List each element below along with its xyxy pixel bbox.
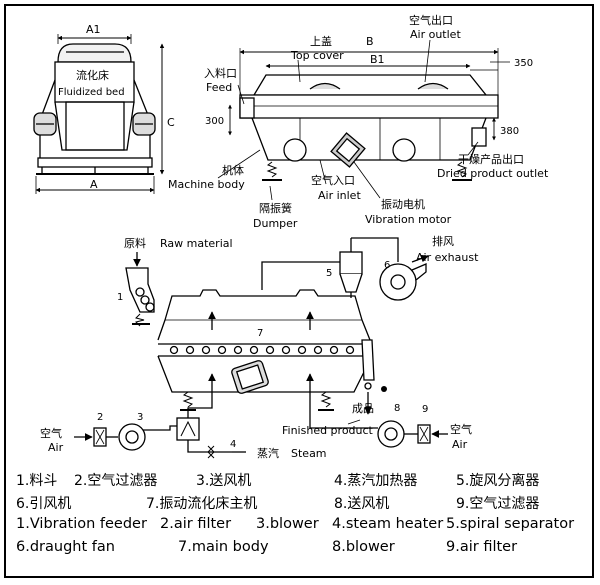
legend-item: 5.spiral separator <box>446 516 575 532</box>
dim-a: A <box>90 178 98 191</box>
legend-item: 1.Vibration feeder <box>16 516 147 532</box>
legend-item: 3.blower <box>256 516 319 532</box>
legend: 1.料斗 2.空气过滤器 3.送风机 4.蒸汽加热器 5.旋风分离器 6.引风机… <box>16 470 586 562</box>
legend-item: 6.引风机 <box>16 496 72 512</box>
label-raw-material-en: Raw material <box>160 237 233 250</box>
legend-item: 9.空气过滤器 <box>456 496 540 512</box>
legend-item: 7.main body <box>178 539 269 555</box>
label-air-left-en: Air <box>48 441 64 454</box>
callout-4: 4 <box>230 439 236 450</box>
dim-c: C <box>167 116 175 129</box>
callout-2: 2 <box>97 412 103 423</box>
legend-item: 5.旋风分离器 <box>456 473 540 489</box>
label-feed-cn: 入料口 <box>204 66 237 80</box>
label-feed-en: Feed <box>206 81 232 94</box>
label-dumper-en: Dumper <box>253 217 298 230</box>
label-fluidized-bed-cn: 流化床 <box>76 68 109 82</box>
label-top-cover-cn: 上盖 <box>310 34 332 48</box>
legend-row-en-2: 6.draught fan 7.main body 8.blower 9.air… <box>16 539 586 562</box>
label-air-outlet-en: Air outlet <box>410 28 461 41</box>
legend-row-cn-2: 6.引风机 7.振动流化床主机 8.送风机 9.空气过滤器 <box>16 493 586 516</box>
label-air-right-cn: 空气 <box>450 422 472 436</box>
label-dried-outlet-cn: 干燥产品出口 <box>458 152 524 166</box>
label-air-outlet-cn: 空气出口 <box>409 13 453 27</box>
label-dried-outlet-en: Dried product outlet <box>437 167 549 180</box>
legend-item: 8.blower <box>332 539 395 555</box>
legend-row-cn-1: 1.料斗 2.空气过滤器 3.送风机 4.蒸汽加热器 5.旋风分离器 <box>16 470 586 493</box>
label-steam-en: Steam <box>291 447 327 460</box>
legend-item: 1.料斗 <box>16 473 58 489</box>
label-fluidized-bed-en: Fluidized bed <box>58 87 125 98</box>
dim-b: B <box>366 35 374 48</box>
dim-300: 300 <box>205 116 224 127</box>
callout-8: 8 <box>394 403 400 414</box>
dim-a1: A1 <box>86 23 101 36</box>
label-air-inlet-cn: 空气入口 <box>311 173 355 187</box>
legend-item: 4.蒸汽加热器 <box>334 473 418 489</box>
label-air-exhaust-cn: 排风 <box>432 234 454 248</box>
dim-b1: B1 <box>370 53 385 66</box>
label-finished-en: Finished product <box>282 424 374 437</box>
legend-item: 3.送风机 <box>196 473 252 489</box>
legend-item: 2.air filter <box>160 516 232 532</box>
label-air-inlet-en: Air inlet <box>318 189 361 202</box>
label-air-right-en: Air <box>452 438 468 451</box>
legend-row-en-1: 1.Vibration feeder 2.air filter 3.blower… <box>16 516 586 539</box>
label-machine-body-cn: 机体 <box>222 163 244 177</box>
label-machine-body-en: Machine body <box>168 178 245 191</box>
label-steam-cn: 蒸汽 <box>257 446 279 460</box>
callout-7: 7 <box>257 328 263 339</box>
legend-item: 8.送风机 <box>334 496 390 512</box>
callout-9: 9 <box>422 404 428 415</box>
label-dumper-cn: 隔振簧 <box>259 201 292 215</box>
dim-380: 380 <box>500 126 519 137</box>
legend-item: 6.draught fan <box>16 539 115 555</box>
legend-item: 9.air filter <box>446 539 518 555</box>
dim-350: 350 <box>514 58 533 69</box>
label-air-left-cn: 空气 <box>40 426 62 440</box>
legend-item: 7.振动流化床主机 <box>146 496 258 512</box>
label-raw-material-cn: 原料 <box>124 236 146 250</box>
label-air-exhaust-en: Air exhaust <box>416 251 479 264</box>
side-view <box>33 34 165 194</box>
label-vibration-motor-cn: 振动电机 <box>381 197 425 211</box>
label-top-cover-en: Top cover <box>290 49 344 62</box>
product-dot <box>381 386 387 392</box>
callout-6: 6 <box>384 260 390 271</box>
legend-item: 4.steam heater <box>332 516 444 532</box>
callout-3: 3 <box>137 412 143 423</box>
label-vibration-motor-en: Vibration motor <box>365 213 452 226</box>
legend-item: 2.空气过滤器 <box>74 473 158 489</box>
process-flow <box>74 237 448 459</box>
callout-1: 1 <box>117 292 123 303</box>
front-view <box>217 39 510 201</box>
callout-5: 5 <box>326 268 332 279</box>
label-finished-cn: 成品 <box>352 402 374 415</box>
